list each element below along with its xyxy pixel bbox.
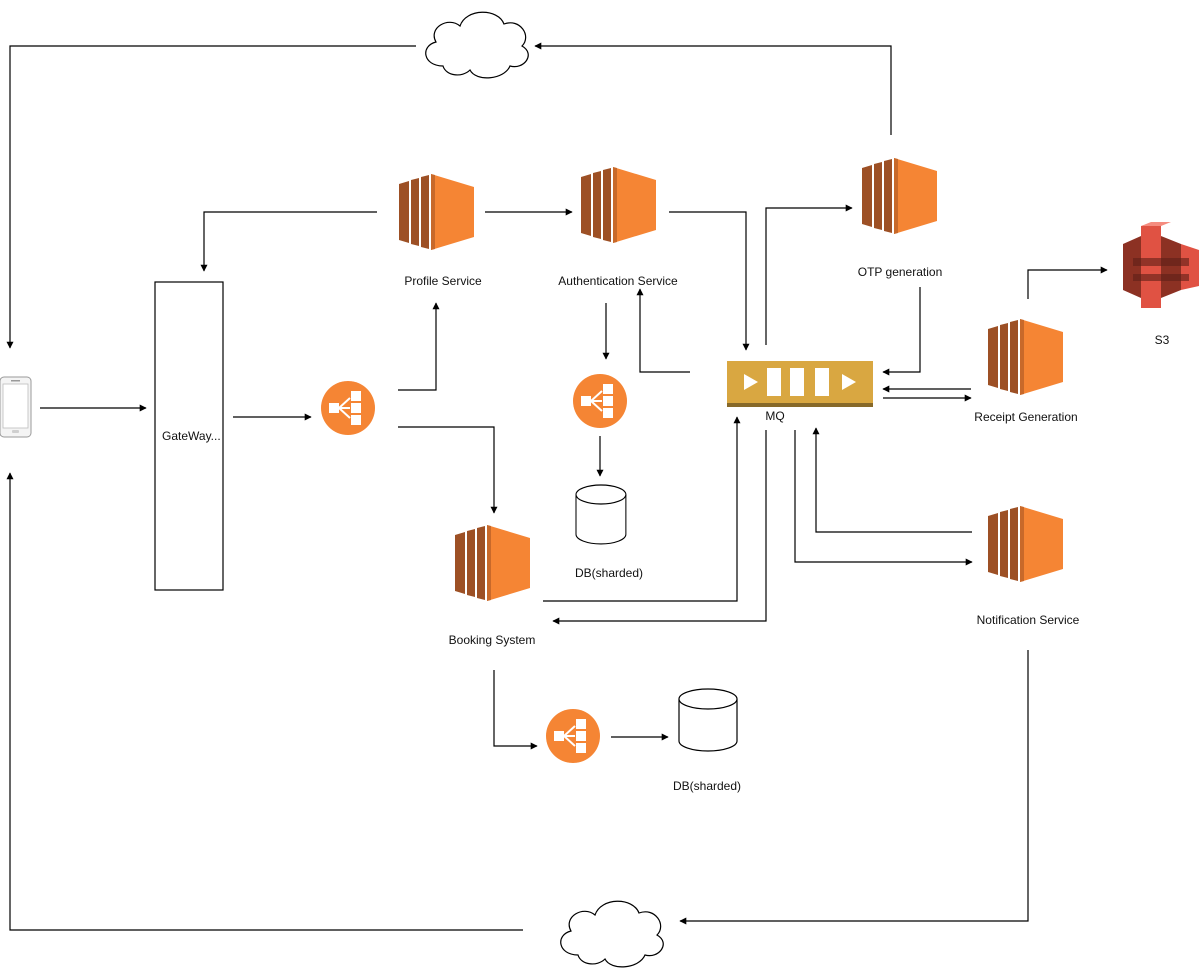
ec2-instance-icon [581, 167, 656, 243]
connectors [6, 42, 1108, 931]
profile-service-label: Profile Service [404, 274, 482, 288]
booking-system-label: Booking System [448, 633, 536, 647]
ec2-instance-icon [862, 158, 937, 234]
mq-label: MQ [765, 409, 785, 423]
edge-elb-to-booking [398, 426, 498, 514]
smartphone-icon [0, 376, 32, 438]
cloud-icon [425, 11, 529, 79]
ec2-instance-icon [988, 319, 1063, 395]
load-balancer-icon [572, 373, 628, 429]
db-booking-label: DB(sharded) [672, 779, 742, 793]
gateway-label: GateWay... [162, 429, 221, 443]
ec2-instance-icon [455, 525, 530, 601]
database-cylinder-icon [678, 688, 738, 752]
edge-notification-to-mq [812, 427, 972, 533]
edge-mq-to-notification [794, 430, 973, 566]
notification-service-label: Notification Service [976, 613, 1080, 627]
edge-elb-to-profile [398, 302, 440, 391]
edge-booking-to-mq [543, 416, 741, 602]
message-queue-icon [727, 361, 873, 407]
ec2-instance-icon [399, 174, 474, 250]
database-cylinder-icon [575, 484, 627, 545]
ec2-instance-icon [988, 506, 1063, 582]
edge-mq-to-booking [552, 430, 767, 625]
s3-bucket-icon [1123, 222, 1199, 308]
edge-mq-to-otp [765, 204, 853, 345]
edge-otp-to-cloud [534, 42, 892, 135]
edge-cloud-to-phone-bottom [6, 472, 523, 931]
authentication-service-label: Authentication Service [558, 274, 678, 288]
db-auth-label: DB(sharded) [574, 566, 644, 580]
edge-booking-to-elb [493, 670, 538, 750]
cloud-icon [560, 900, 664, 968]
edge-profile-to-gateway [200, 211, 377, 272]
edge-cloud-to-phone [6, 45, 416, 349]
edge-auth-to-mq [669, 211, 750, 351]
receipt-generation-label: Receipt Generation [974, 410, 1078, 424]
load-balancer-icon [545, 708, 601, 764]
s3-label: S3 [1154, 333, 1170, 347]
edge-notification-to-cloud [679, 650, 1029, 925]
edge-receipt-to-s3 [1027, 266, 1108, 299]
edge-mq-to-auth [636, 288, 690, 373]
gateway-box [154, 281, 224, 591]
load-balancer-icon [320, 380, 376, 436]
edge-otp-to-mq [882, 287, 921, 376]
otp-generation-label: OTP generation [857, 265, 943, 279]
